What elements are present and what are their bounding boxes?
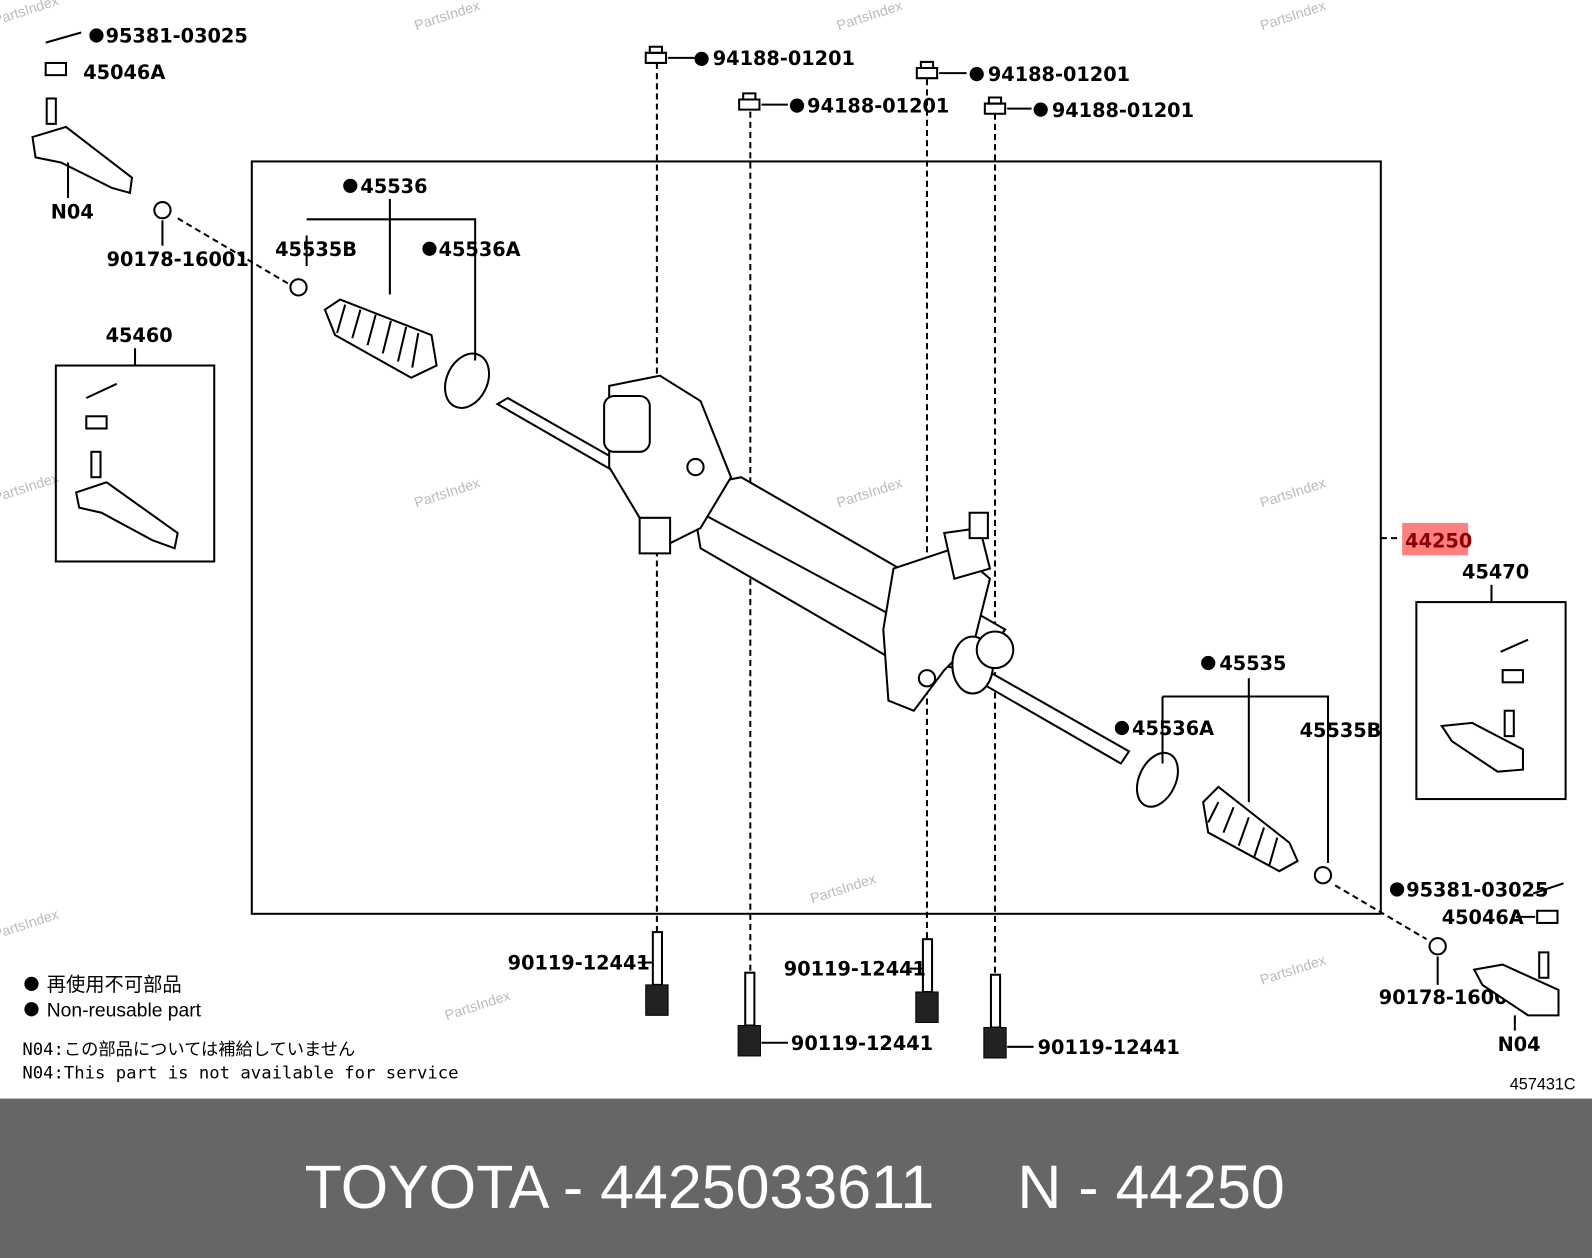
- part-label-45535[interactable]: 45535: [1219, 652, 1286, 675]
- part-label-94188[interactable]: 94188-01201: [807, 95, 949, 118]
- part-label-90178[interactable]: 90178-16001: [107, 248, 249, 271]
- diagram-id: 457431C: [1510, 1075, 1576, 1093]
- bullet-icon: [24, 1002, 39, 1017]
- watermark: PartsIndex: [1258, 952, 1328, 988]
- highlight-box: [1402, 522, 1469, 556]
- watermark: PartsIndex: [1258, 0, 1328, 34]
- watermark: PartsIndex: [835, 0, 905, 34]
- nut-icon: [738, 92, 761, 111]
- watermark: PartsIndex: [0, 907, 61, 943]
- part-label-95381[interactable]: 95381-03025: [106, 25, 248, 48]
- watermark: PartsIndex: [809, 871, 879, 907]
- part-label-95381[interactable]: 95381-03025: [1406, 879, 1548, 902]
- part-label-45460[interactable]: 45460: [106, 324, 173, 347]
- tie-rod-end-icon: [31, 97, 134, 195]
- clip-right: [1313, 866, 1333, 885]
- nut-icon: [644, 45, 668, 64]
- bolt-icon: [915, 938, 939, 1023]
- washer-icon: [1428, 937, 1447, 956]
- banner-part-number: TOYOTA - 4425033611: [305, 1153, 935, 1221]
- part-label-90119[interactable]: 90119-12441: [784, 958, 926, 981]
- clamp-left: [444, 352, 491, 409]
- legend-en: Non-reusable part: [47, 1000, 202, 1021]
- part-label-90119[interactable]: 90119-12441: [1038, 1036, 1180, 1059]
- watermark: PartsIndex: [835, 475, 905, 511]
- steering-rack-assembly: [495, 374, 1131, 765]
- watermark: PartsIndex: [413, 0, 483, 34]
- part-label-90119[interactable]: 90119-12441: [508, 952, 650, 975]
- washer-icon: [153, 201, 172, 220]
- part-label-45536a[interactable]: 45536A: [1132, 717, 1214, 740]
- bullet-icon: [24, 976, 39, 991]
- watermark: PartsIndex: [0, 470, 61, 506]
- part-label-45046a[interactable]: 45046A: [1442, 906, 1524, 929]
- clip-left: [289, 278, 308, 297]
- kit-box-45460: [54, 364, 216, 563]
- watermark: PartsIndex: [443, 988, 513, 1024]
- note-en: N04:This part is not available for servi…: [22, 1063, 458, 1083]
- part-label-45470[interactable]: 45470: [1462, 561, 1529, 584]
- part-label-n04: N04: [51, 200, 94, 223]
- part-label-94188[interactable]: 94188-01201: [1052, 99, 1194, 122]
- part-label-90119[interactable]: 90119-12441: [791, 1032, 933, 1055]
- watermark: PartsIndex: [1258, 475, 1328, 511]
- part-label-94188[interactable]: 94188-01201: [988, 63, 1130, 86]
- watermark: PartsIndex: [413, 475, 483, 511]
- bolt-icon: [983, 973, 1007, 1059]
- part-label-44250[interactable]: 44250: [1405, 529, 1472, 552]
- note-jp: N04:この部品については補給していません: [22, 1040, 355, 1060]
- nut-icon: [44, 61, 68, 77]
- clamp-right: [1135, 751, 1179, 808]
- part-label-n04: N04: [1498, 1033, 1541, 1056]
- nut-icon: [983, 96, 1007, 115]
- part-label-45535b[interactable]: 45535B: [275, 238, 357, 261]
- nut-icon: [1536, 909, 1559, 924]
- legend-jp: 再使用不可部品: [47, 974, 182, 996]
- part-label-45536a[interactable]: 45536A: [439, 238, 521, 261]
- title-banner: [0, 1098, 1592, 1258]
- part-label-45536[interactable]: 45536: [360, 175, 427, 198]
- cotter-pin-icon: [45, 31, 82, 44]
- boot-right: [1202, 785, 1299, 873]
- boot-left: [323, 298, 438, 379]
- bolt-icon: [737, 971, 761, 1057]
- bolt-icon: [645, 931, 669, 1016]
- part-label-45535b[interactable]: 45535B: [1300, 719, 1382, 742]
- kit-box-45470: [1415, 601, 1567, 801]
- part-label-45046a[interactable]: 45046A: [83, 61, 165, 84]
- part-label-90178[interactable]: 90178-16001: [1379, 986, 1521, 1009]
- banner-diagram-number: N - 44250: [1017, 1153, 1284, 1221]
- part-label-94188[interactable]: 94188-01201: [713, 47, 855, 70]
- nut-icon: [915, 60, 939, 80]
- tie-rod-end-icon: [1472, 951, 1560, 1017]
- watermark: PartsIndex: [0, 0, 61, 29]
